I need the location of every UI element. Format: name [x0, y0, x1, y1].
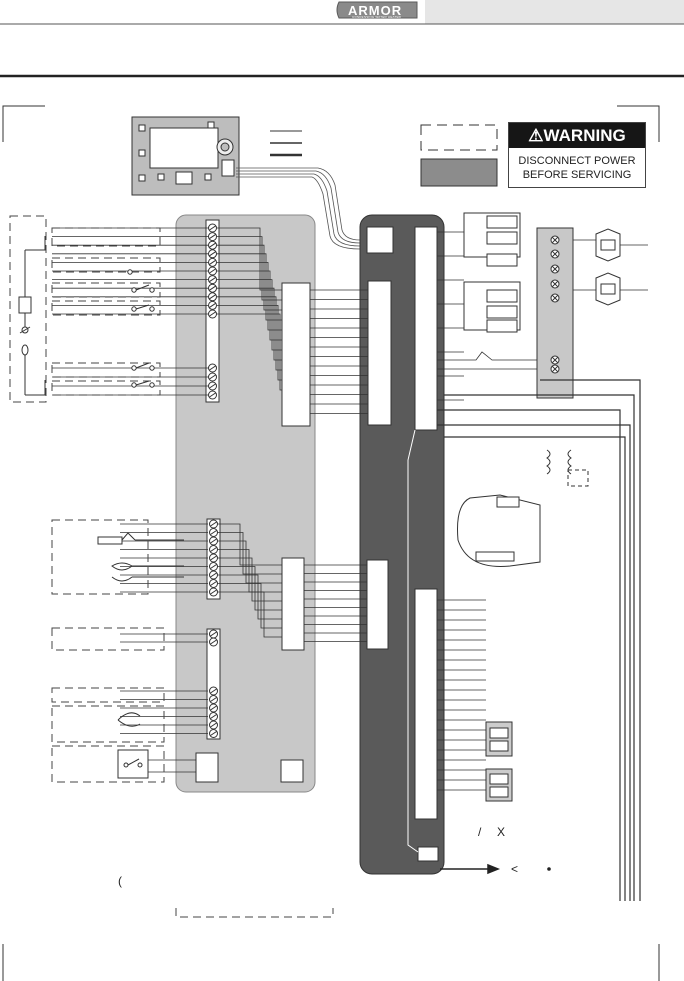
screw-slot [209, 383, 216, 389]
output-arrow [440, 863, 501, 875]
panel-wire [217, 532, 282, 575]
slash-mark: / [478, 825, 482, 839]
lower-right-devices [485, 721, 513, 802]
screw-slot [210, 581, 217, 586]
switch-symbols-upper [127, 269, 155, 388]
panel-wire [217, 583, 282, 629]
warning-heading-text: WARNING [543, 126, 626, 145]
screw-slot [209, 259, 216, 265]
screw-slot [209, 392, 216, 398]
panel-wire [217, 540, 282, 584]
terminal-mark [551, 356, 559, 364]
logo-text: ARMOR [348, 3, 403, 18]
switch-wire [437, 351, 537, 361]
warning-triangle-icon: ⚠ [528, 126, 544, 145]
panel-wire [217, 574, 282, 620]
warning-line-1: DISCONNECT POWER [518, 155, 636, 167]
screw-slot [210, 688, 217, 694]
field-wiring-zones [9, 215, 334, 918]
screw-slot [210, 547, 217, 552]
screw-slot [210, 538, 217, 544]
panel-wire [217, 566, 282, 611]
center-connectors [366, 226, 439, 862]
panel-wire [217, 549, 282, 593]
x-mark: X [497, 825, 505, 839]
screw-slot [210, 631, 217, 637]
panel-wire [217, 296, 282, 371]
arrow-mark: < [511, 862, 518, 876]
terminal-mark [551, 250, 559, 258]
terminal-screws [208, 223, 218, 738]
screw-slot [209, 234, 216, 240]
panel-wire [217, 591, 282, 638]
pumps [595, 228, 621, 306]
relay-terminals [550, 235, 560, 374]
armor-logo [336, 1, 418, 19]
panel-wire [217, 523, 282, 566]
right-main-wires [437, 379, 641, 901]
screw-slot [210, 521, 217, 527]
paren-mark: ( [118, 874, 122, 888]
screw-slot [210, 705, 217, 711]
screw-slot [210, 589, 217, 595]
panel-wire [217, 557, 282, 602]
screw-slot [209, 268, 216, 274]
screw-slot [210, 564, 217, 569]
field-devices-upper [18, 236, 46, 396]
logo-subtext: CONDENSING WATER HEATER [352, 15, 402, 19]
frame-corners [2, 105, 660, 981]
screw-slot [209, 251, 216, 257]
module-harness [236, 167, 361, 250]
center-ribbon [407, 429, 419, 853]
warning-label: ⚠WARNING DISCONNECT POWER BEFORE SERVICI… [508, 122, 646, 188]
screw-slot [209, 374, 216, 380]
line-legend [270, 130, 302, 157]
field-devices-middle [97, 532, 184, 779]
left-panel-connectors [195, 282, 311, 783]
screw-slot [210, 714, 217, 719]
screw-slot [210, 731, 217, 736]
terminal-mark [551, 294, 559, 302]
legend-field-wiring [420, 124, 498, 151]
legend-factory-wiring [420, 158, 498, 187]
terminal-mark [551, 365, 559, 373]
screw-slot [210, 639, 217, 645]
screw-slot [209, 365, 216, 371]
panel-wire [217, 279, 282, 351]
warning-line-2: BEFORE SERVICING [522, 169, 632, 181]
screw-slot [210, 572, 217, 578]
screw-slot [210, 530, 217, 535]
screw-slot [209, 311, 216, 317]
control-module [131, 116, 240, 196]
screw-slot [209, 285, 216, 291]
panel-wire [217, 244, 282, 311]
screw-slot [209, 294, 216, 300]
transformer-and-blower [457, 449, 589, 567]
panel-wire [217, 313, 282, 391]
panel-wire [217, 227, 282, 291]
terminal-mark [551, 265, 559, 273]
screw-slot [209, 242, 216, 248]
screw-slot [209, 277, 216, 283]
screw-slot [209, 302, 216, 308]
warning-heading: ⚠WARNING [509, 123, 645, 148]
screw-slot [210, 555, 217, 561]
panel-wire [217, 261, 282, 331]
terminal-mark [551, 236, 559, 244]
screw-slot [210, 697, 217, 702]
screw-slot [210, 722, 217, 728]
terminal-mark [551, 280, 559, 288]
terminal-strip-lower [206, 628, 221, 740]
screw-slot [209, 225, 216, 231]
dot-mark [547, 867, 551, 871]
